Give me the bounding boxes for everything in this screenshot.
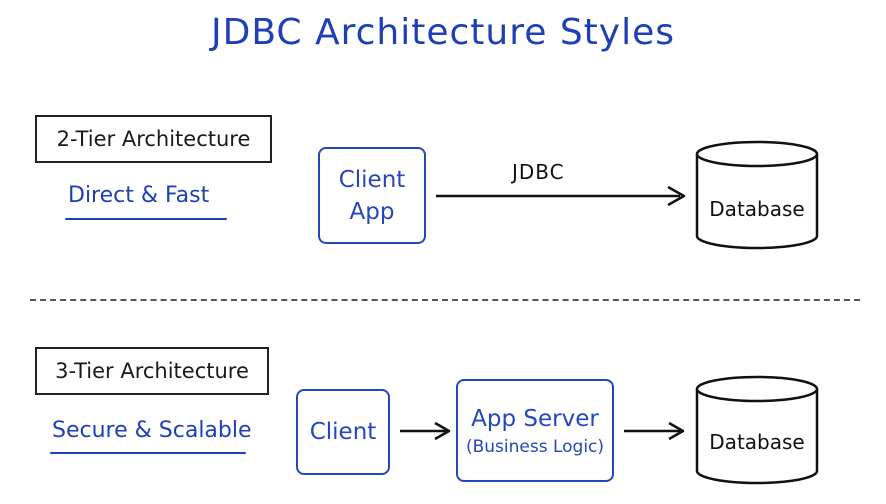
- client-to-server-arrow: [400, 421, 451, 441]
- client-app-label-line1: Client: [338, 166, 406, 193]
- server-to-database-arrow: [624, 421, 685, 441]
- two-tier-database-label: Database: [709, 197, 805, 221]
- three-tier-subtitle-underline: [50, 452, 246, 454]
- two-tier-arrow: [436, 185, 686, 207]
- app-server-box: App Server (Business Logic): [456, 379, 614, 482]
- two-tier-subtitle-underline: [65, 218, 227, 220]
- three-tier-database-label: Database: [709, 430, 805, 454]
- business-logic-label: (Business Logic): [465, 436, 605, 457]
- client-app-box: Client App: [318, 147, 426, 244]
- three-tier-subtitle: Secure & Scalable: [52, 418, 252, 443]
- client-box: Client: [296, 389, 390, 475]
- three-tier-label: 3-Tier Architecture: [35, 347, 269, 395]
- three-tier-database-icon: [695, 375, 819, 485]
- two-tier-subtitle: Direct & Fast: [68, 183, 210, 208]
- section-divider: [30, 299, 860, 301]
- client-app-label-line2: App: [349, 198, 395, 225]
- two-tier-label: 2-Tier Architecture: [35, 115, 272, 163]
- client-label: Client: [309, 419, 377, 445]
- app-server-label: App Server: [471, 405, 599, 432]
- jdbc-arrow-label: JDBC: [512, 160, 565, 184]
- diagram-title: JDBC Architecture Styles: [211, 12, 675, 53]
- two-tier-database-icon: [695, 140, 819, 250]
